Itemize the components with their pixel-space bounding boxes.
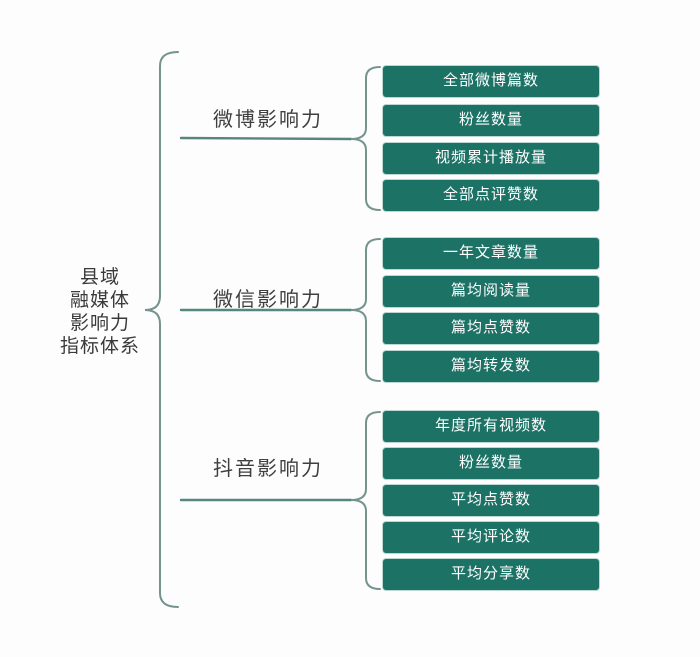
metric-box: 平均分享数 xyxy=(382,558,600,591)
root-label-line: 影响力 xyxy=(69,313,130,334)
metric-box: 篇均点赞数 xyxy=(382,312,600,345)
metric-box: 一年文章数量 xyxy=(382,237,600,270)
metric-box: 全部点评赞数 xyxy=(382,179,600,212)
root-label-line: 县域 xyxy=(79,267,120,288)
metric-box: 视频累计播放量 xyxy=(382,142,600,175)
branch-label-douyin: 抖音影响力 xyxy=(213,458,323,480)
branch-label-weibo: 微博影响力 xyxy=(213,109,323,131)
metric-box: 粉丝数量 xyxy=(382,104,600,137)
root-brace xyxy=(144,51,179,608)
branch-brace-weibo xyxy=(350,66,381,211)
branch-brace-douyin xyxy=(350,411,381,590)
metric-box: 平均点赞数 xyxy=(382,484,600,517)
branch-brace-wechat xyxy=(350,238,381,382)
metric-box: 粉丝数量 xyxy=(382,447,600,480)
metric-box: 篇均转发数 xyxy=(382,350,600,383)
metric-box: 年度所有视频数 xyxy=(382,410,600,443)
root-label-line: 融媒体 xyxy=(69,290,130,311)
root-label-line: 指标体系 xyxy=(59,336,140,357)
branch-label-wechat: 微信影响力 xyxy=(213,289,323,311)
root-label: 县域 融媒体 影响力 指标体系 xyxy=(50,266,150,358)
metric-box: 全部微博篇数 xyxy=(382,65,600,98)
branch-underline-weibo xyxy=(179,136,353,141)
metric-box: 平均评论数 xyxy=(382,521,600,554)
metric-box: 篇均阅读量 xyxy=(382,275,600,308)
